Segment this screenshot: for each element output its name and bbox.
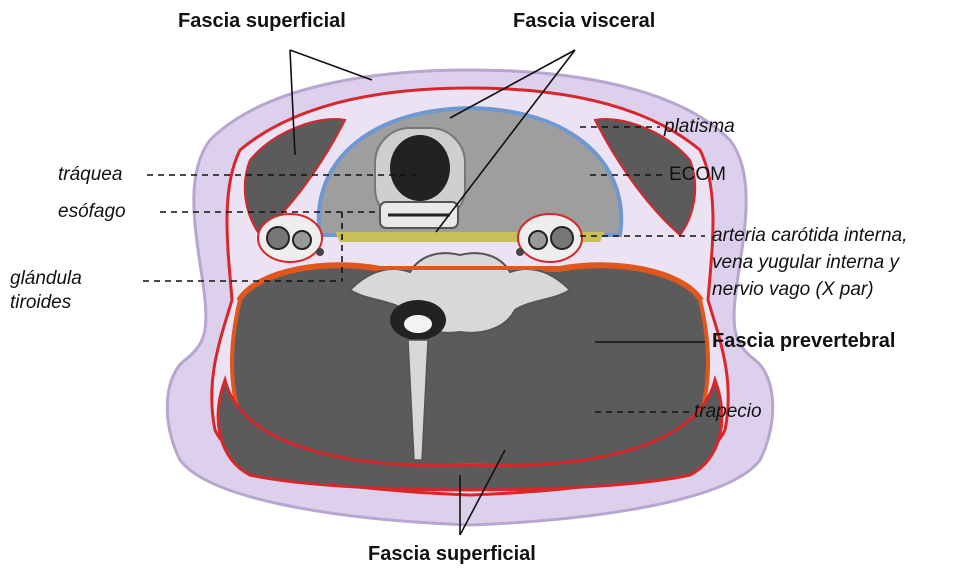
label-traquea: tráquea	[58, 164, 122, 186]
carotid-sheath-left	[258, 214, 324, 262]
label-fascia-prevertebral: Fascia prevertebral	[712, 330, 895, 352]
label-trapecio: trapecio	[694, 401, 762, 423]
label-fascia-superficial-bottom: Fascia superficial	[368, 543, 536, 565]
label-arteria-line3: nervio vago (X par)	[712, 279, 874, 301]
carotid-sheath-right	[516, 214, 582, 262]
label-glandula: glándula	[10, 268, 82, 290]
label-platisma: platisma	[664, 116, 735, 138]
label-esofago: esófago	[58, 201, 126, 223]
label-tiroides: tiroides	[10, 292, 71, 314]
label-arteria-line2: vena yugular interna y	[712, 252, 899, 274]
label-fascia-visceral: Fascia visceral	[513, 10, 655, 32]
label-fascia-superficial-top: Fascia superficial	[178, 10, 346, 32]
esophagus	[380, 202, 458, 228]
label-arteria-line1: arteria carótida interna,	[712, 225, 907, 247]
label-ecom: ECOM	[669, 164, 726, 186]
